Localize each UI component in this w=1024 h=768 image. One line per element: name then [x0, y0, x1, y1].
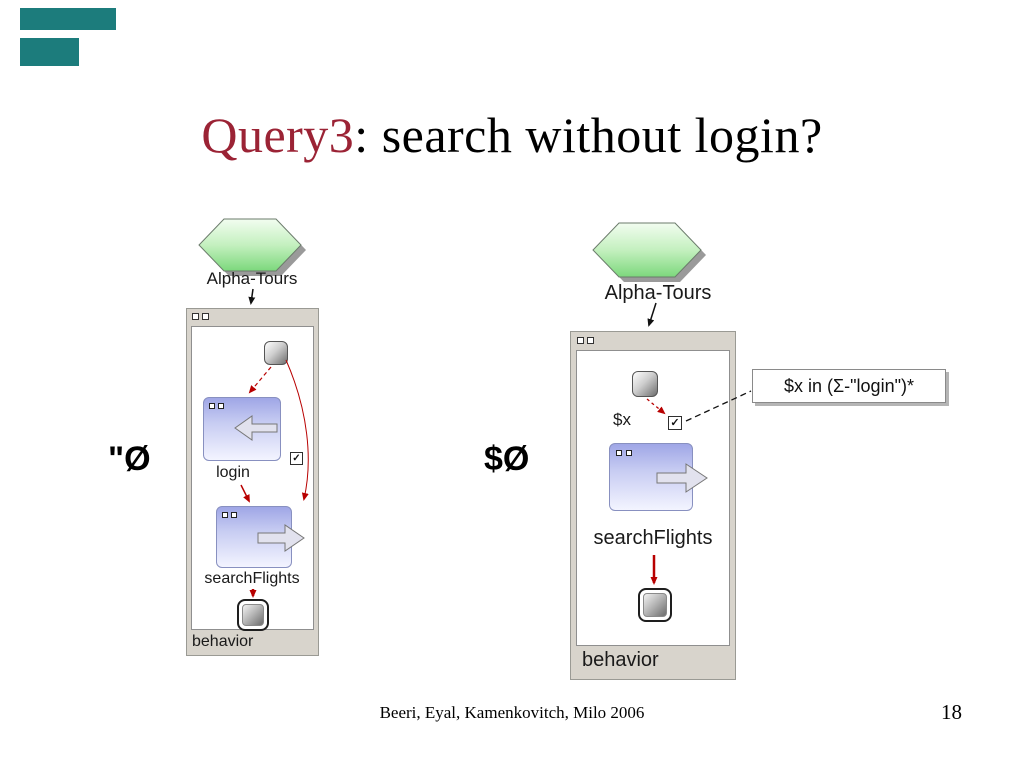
start-node — [632, 371, 658, 397]
activity-decoration-icon — [218, 403, 224, 409]
connector-service-to-window — [248, 288, 256, 305]
login-label: login — [216, 464, 250, 481]
decoration-bar-bottom — [20, 38, 79, 66]
activity-decoration-icon — [231, 512, 237, 518]
hexagon-shape — [198, 218, 302, 272]
page-number: 18 — [941, 700, 962, 724]
title-highlight: Query3 — [201, 107, 355, 163]
footer-credits: Beeri, Eyal, Kamenkovitch, Milo 2006 — [379, 703, 645, 722]
invoke-right-arrow-icon — [257, 524, 305, 552]
searchflights-label: searchFlights — [204, 570, 300, 587]
invoke-right-arrow-icon — [656, 463, 708, 493]
check-icon: ✓ — [292, 453, 301, 464]
end-node-inner — [242, 604, 264, 626]
activity-decoration-icon — [626, 450, 632, 456]
service-label: Alpha-Tours — [206, 269, 298, 288]
decoration-bar-top — [20, 8, 116, 30]
service-hexagon-icon — [592, 222, 706, 282]
condition-callout: $x in (Σ-"login")* — [752, 369, 946, 403]
window-controls-icon — [587, 337, 594, 344]
service-hexagon-icon — [198, 218, 306, 276]
activity-searchflights — [609, 443, 708, 511]
service-label: Alpha-Tours — [604, 282, 712, 304]
query-empty-annotation: $Ø — [484, 440, 530, 478]
slide-title: Query3: search without login? — [0, 106, 1024, 164]
login-checkbox: ✓ — [290, 452, 303, 465]
searchflights-label: searchFlights — [593, 527, 713, 549]
receive-left-arrow-icon — [234, 415, 278, 441]
activity-searchflights — [216, 506, 305, 568]
callout-text: $x in (Σ-"login")* — [784, 375, 914, 396]
behavior-label: behavior — [582, 649, 659, 671]
activity-decoration-icon — [209, 403, 215, 409]
window-controls-icon — [202, 313, 209, 320]
connector-service-to-window — [647, 302, 657, 327]
x-condition-checkbox: ✓ — [668, 416, 682, 430]
window-controls-icon — [192, 313, 199, 320]
hexagon-shape — [592, 222, 702, 278]
activity-decoration-icon — [222, 512, 228, 518]
check-icon: ✓ — [670, 417, 680, 429]
empty-word-annotation: "Ø — [108, 440, 151, 478]
window-controls-icon — [577, 337, 584, 344]
title-rest: : search without login? — [354, 107, 823, 163]
activity-decoration-icon — [616, 450, 622, 456]
end-node — [237, 599, 269, 631]
end-node-inner — [643, 593, 667, 617]
variable-x-label: $x — [613, 410, 631, 429]
behavior-label: behavior — [192, 633, 254, 650]
start-node — [264, 341, 288, 365]
end-node — [638, 588, 672, 622]
activity-login — [203, 397, 281, 461]
